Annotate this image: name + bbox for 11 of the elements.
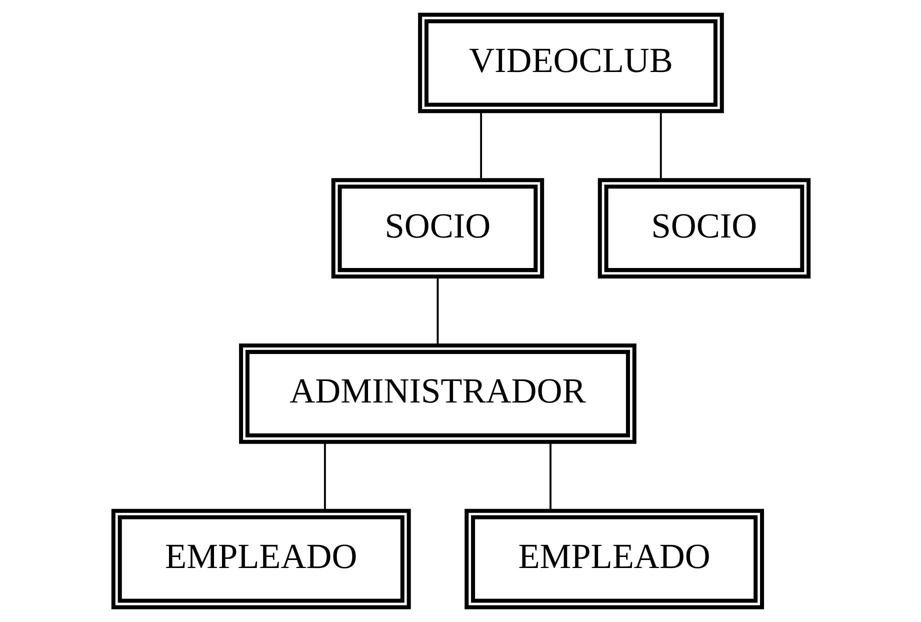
connector — [549, 442, 551, 510]
connector — [480, 111, 482, 180]
connector — [436, 276, 438, 346]
node-box: EMPLEADO — [110, 508, 410, 610]
connector — [659, 111, 662, 180]
connector — [323, 442, 326, 510]
node-box: SOCIO — [597, 178, 810, 278]
node-box: SOCIO — [330, 178, 544, 278]
node-box: ADMINISTRADOR — [238, 344, 636, 444]
node-box: EMPLEADO — [464, 508, 764, 610]
node-box: VIDEOCLUB — [418, 12, 724, 114]
